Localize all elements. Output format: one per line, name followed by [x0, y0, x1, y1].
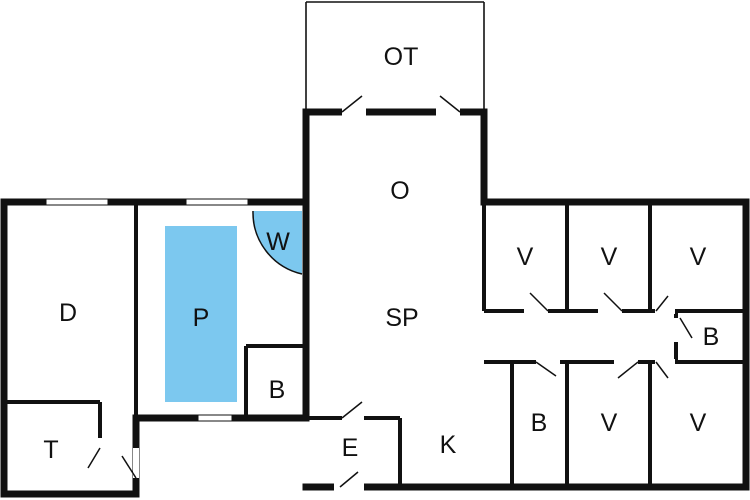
pool-shape [165, 226, 237, 402]
terrace-outline [305, 1, 485, 112]
room-label-ot: OT [384, 43, 419, 71]
room-label-d: D [59, 299, 77, 327]
interior-walls [4, 198, 746, 487]
outer-walls [0, 108, 750, 498]
room-label-b-bottom: B [531, 409, 548, 437]
room-label-e: E [342, 434, 359, 462]
windows [45, 198, 249, 422]
room-label-w: W [266, 228, 290, 256]
room-label-o: O [390, 177, 409, 205]
room-label-v-bottom-1: V [601, 409, 618, 437]
whirlpool-shape [252, 211, 302, 274]
room-label-b-right: B [703, 323, 720, 351]
room-label-v-bottom-2: V [690, 409, 707, 437]
room-label-k: K [440, 431, 457, 459]
room-label-v-top-1: V [517, 243, 534, 271]
room-label-t: T [43, 436, 58, 464]
room-label-v-top-2: V [601, 243, 618, 271]
room-label-p: P [193, 304, 210, 332]
room-label-sp: SP [385, 304, 418, 332]
whirlpool-arc [252, 210, 303, 275]
room-label-b-pool: B [269, 376, 286, 404]
room-label-v-top-3: V [690, 243, 707, 271]
door-openings [97, 108, 680, 491]
door-leaves [87, 95, 693, 488]
